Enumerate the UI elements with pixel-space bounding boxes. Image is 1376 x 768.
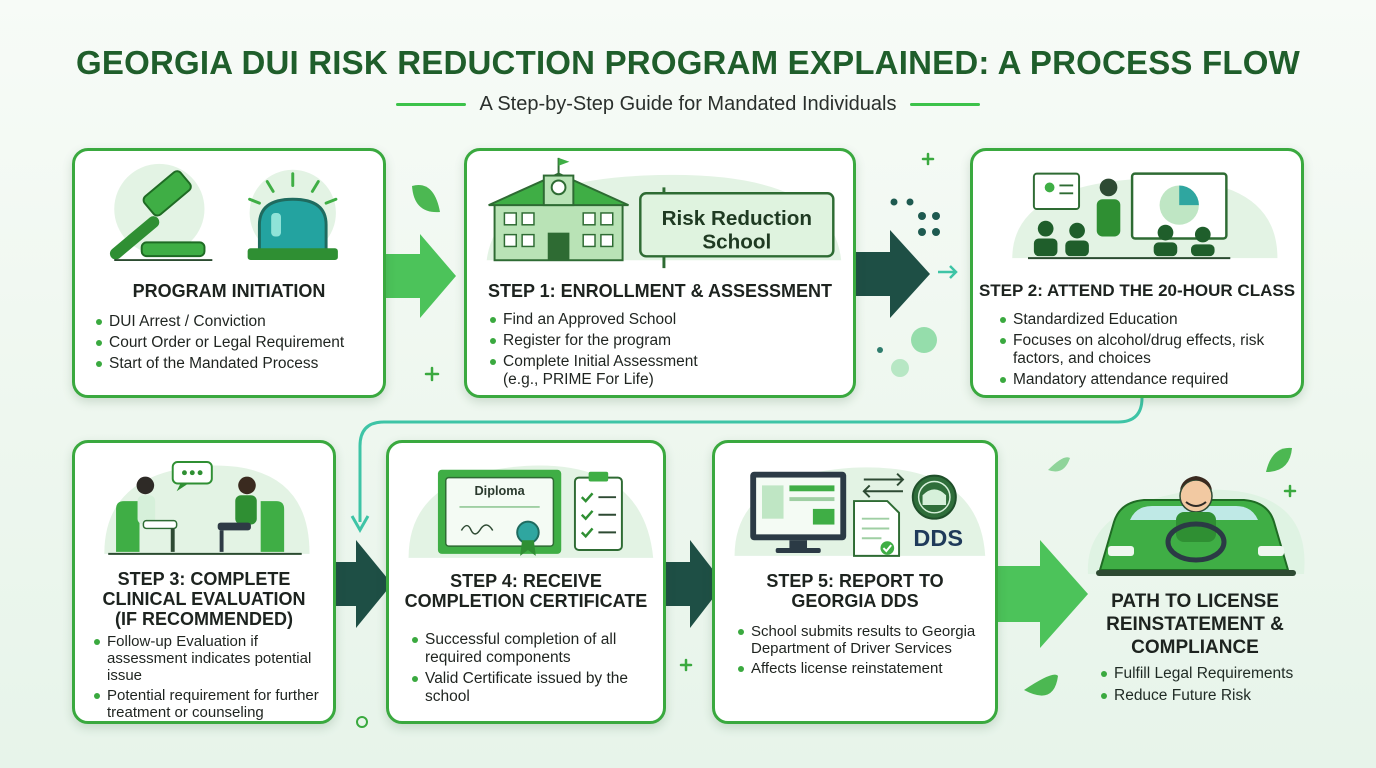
step-bullets: Find an Approved School Register for the… — [489, 311, 849, 392]
final-title-line: PATH TO LICENSE — [1111, 591, 1279, 612]
counseling-illustration — [104, 460, 310, 555]
certificate-illustration: Diploma — [408, 465, 654, 558]
bubble-decoration — [356, 716, 368, 728]
transfer-arrows-icon — [862, 472, 905, 498]
step-bullets: Follow-up Evaluation if assessment indic… — [93, 633, 333, 721]
sign-text-line-2: School — [702, 230, 771, 253]
dds-label: DDS — [913, 525, 963, 551]
step-title: STEP 5: REPORT TO GEORGIA DDS — [715, 571, 995, 611]
step-1-card: Risk Reduction School STEP 1: ENROLLMENT… — [464, 148, 856, 398]
diploma-label: Diploma — [474, 483, 525, 498]
computer-monitor-icon — [750, 471, 847, 553]
row-connector-line — [358, 397, 1144, 522]
leaf-icon — [1266, 447, 1292, 472]
list-item: Find an Approved School — [489, 311, 849, 329]
step-title: STEP 2: ATTEND THE 20-HOUR CLASS — [978, 281, 1296, 300]
driver-in-car-icon — [1087, 476, 1305, 576]
step-title-line: STEP 4: RECEIVE — [450, 571, 602, 591]
sign-text-line-1: Risk Reduction — [662, 207, 812, 230]
initiation-illustration — [109, 163, 338, 262]
siren-icon — [247, 172, 338, 261]
bubble-decoration — [911, 327, 937, 353]
subtitle-left-line — [395, 102, 466, 106]
list-item: Register for the program — [489, 332, 849, 350]
leaf-icon — [412, 185, 440, 213]
driver-illustration — [1087, 476, 1305, 576]
flow-arrow-5 — [998, 540, 1088, 648]
row-connector-arrowhead — [350, 515, 370, 534]
list-item: Potential requirement for further treatm… — [93, 687, 333, 721]
leaf-icon — [1048, 457, 1070, 472]
list-item: Valid Certificate issued by the school — [411, 670, 661, 706]
step-title-line: CLINICAL EVALUATION — [102, 589, 306, 609]
page-title: GEORGIA DUI RISK REDUCTION PROGRAM EXPLA… — [76, 44, 1300, 81]
dds-seal-icon: DDS — [911, 474, 963, 551]
leaf-icon — [1024, 674, 1058, 696]
list-item: Start of the Mandated Process — [95, 355, 383, 373]
step-title-line: STEP 5: REPORT TO — [766, 571, 944, 591]
classroom-icon — [1027, 172, 1231, 260]
final-title-line: COMPLIANCE — [1131, 637, 1259, 658]
program-initiation-card: PROGRAM INITIATION DUI Arrest / Convicti… — [72, 148, 386, 398]
list-item: Follow-up Evaluation if assessment indic… — [93, 633, 333, 684]
bubble-decoration — [877, 347, 883, 353]
checklist-icon — [573, 471, 623, 551]
list-item: Court Order or Legal Requirement — [95, 334, 383, 352]
enrollment-illustration: Risk Reduction School — [486, 157, 842, 269]
step-title: STEP 3: COMPLETE CLINICAL EVALUATION (IF… — [75, 569, 333, 629]
final-title: PATH TO LICENSE REINSTATEMENT & COMPLIAN… — [1082, 590, 1308, 659]
counseling-session-icon — [108, 460, 302, 555]
school-building-icon — [488, 157, 629, 262]
list-item: Successful completion of all required co… — [411, 631, 661, 667]
list-item: Standardized Education — [999, 311, 1299, 329]
step-title-line: (IF RECOMMENDED) — [115, 609, 293, 629]
final-bullets: Fulfill Legal Requirements Reduce Future… — [1100, 664, 1293, 708]
subtitle-row: A Step-by-Step Guide for Mandated Indivi… — [0, 92, 1376, 116]
flow-arrow-4 — [666, 540, 724, 628]
flow-arrow-2 — [856, 230, 930, 318]
flow-arrow-1 — [383, 234, 456, 318]
flow-arrow-3 — [334, 540, 392, 628]
step-title-line: GEORGIA DDS — [791, 591, 919, 611]
final-title-line: REINSTATEMENT & — [1106, 614, 1284, 635]
step-4-card: Diploma STEP 4: RECEIVE COMPLETION CERTI… — [386, 440, 666, 724]
list-item: Fulfill Legal Requirements — [1100, 664, 1293, 684]
step-title: STEP 1: ENROLLMENT & ASSESSMENT — [487, 281, 833, 301]
list-item: Mandatory attendance required — [999, 371, 1299, 389]
page-subtitle: A Step-by-Step Guide for Mandated Indivi… — [479, 92, 897, 115]
diploma-icon: Diploma — [437, 469, 562, 556]
dots-decoration — [890, 198, 940, 236]
dds-illustration: DDS — [734, 467, 986, 557]
classroom-illustration — [1012, 172, 1278, 260]
step-2-card: STEP 2: ATTEND THE 20-HOUR CLASS Standar… — [970, 148, 1304, 398]
list-item: Complete Initial Assessment (e.g., PRIME… — [489, 353, 719, 389]
list-item: Focuses on alcohol/drug effects, risk fa… — [999, 332, 1289, 368]
step-bullets: DUI Arrest / Conviction Court Order or L… — [95, 313, 383, 376]
gavel-icon — [109, 170, 213, 262]
step-bullets: Standardized Education Focuses on alcoho… — [999, 311, 1299, 392]
step-title: STEP 4: RECEIVE COMPLETION CERTIFICATE — [389, 571, 663, 611]
step-5-card: DDS STEP 5: REPORT TO GEORGIA DDS School… — [712, 440, 998, 724]
bubble-decoration — [891, 359, 909, 377]
list-item: Reduce Future Risk — [1100, 686, 1293, 706]
list-item: DUI Arrest / Conviction — [95, 313, 383, 331]
list-item: School submits results to Georgia Depart… — [737, 623, 995, 657]
step-title-line: COMPLETION CERTIFICATE — [404, 591, 648, 611]
license-reinstatement-outcome: PATH TO LICENSE REINSTATEMENT & COMPLIAN… — [1082, 450, 1308, 750]
subtitle-right-line — [910, 102, 981, 106]
step-bullets: School submits results to Georgia Depart… — [737, 623, 995, 680]
list-item: Affects license reinstatement — [737, 660, 995, 677]
risk-reduction-school-sign: Risk Reduction School — [639, 187, 835, 269]
document-icon — [853, 500, 901, 557]
plus-decoration — [424, 152, 1297, 672]
step-title-line: STEP 3: COMPLETE — [117, 569, 291, 589]
step-3-card: STEP 3: COMPLETE CLINICAL EVALUATION (IF… — [72, 440, 336, 724]
step-bullets: Successful completion of all required co… — [411, 631, 661, 709]
small-arrow-icon — [938, 265, 958, 279]
step-title: PROGRAM INITIATION — [132, 281, 326, 301]
